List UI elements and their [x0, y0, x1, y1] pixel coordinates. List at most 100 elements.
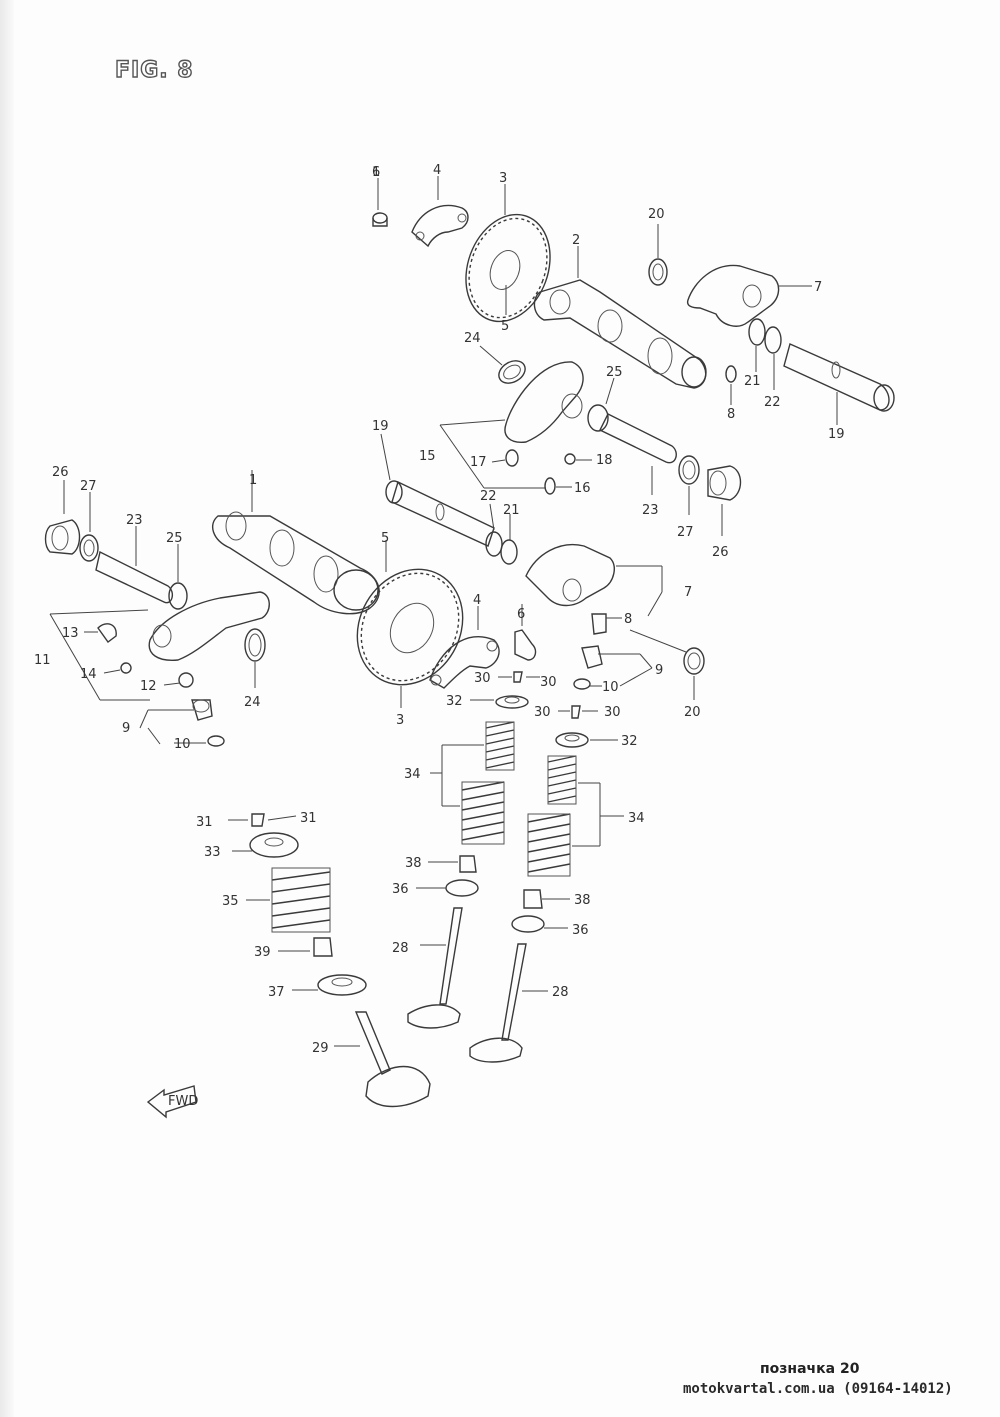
rocker-arm-left [49, 591, 270, 701]
callout: 10 [602, 680, 619, 695]
adjuster-left [139, 699, 225, 747]
stem-seal-bottom [278, 937, 333, 957]
callout: 22 [764, 395, 781, 410]
rocker-small-parts-left [84, 623, 194, 688]
stem-seal-right [511, 889, 570, 933]
valve-right [469, 943, 548, 1063]
callout: 19 [372, 419, 389, 434]
callout: 9 [655, 663, 663, 678]
footer-reference: позначка 20 [760, 1361, 860, 1377]
callout: 30 [534, 705, 551, 720]
callout: 13 [62, 626, 79, 641]
ring-left [168, 544, 188, 610]
callout: 17 [470, 455, 487, 470]
seal-ring-left [244, 628, 266, 688]
callout: 37 [268, 985, 285, 1000]
callout: 32 [446, 694, 463, 709]
washer-cap-right [678, 455, 742, 536]
valve-bottom [334, 1011, 431, 1108]
callout: 28 [392, 941, 409, 956]
callout: 30 [474, 671, 491, 686]
callout: 3 [396, 713, 404, 728]
cotters-bottom [228, 813, 297, 827]
cam-chain-guide-top [411, 176, 469, 248]
rocker-shaft-right [587, 377, 677, 495]
callout: 8 [727, 407, 735, 422]
washers-top [748, 318, 782, 390]
callout: 5 [501, 319, 509, 334]
rocker-arm-middle [439, 361, 584, 489]
callout: 7 [814, 280, 822, 295]
callout: 26 [712, 545, 729, 560]
callout: 1 [372, 165, 380, 180]
washer-left [79, 492, 99, 562]
callout: 9 [122, 721, 130, 736]
retainer-bottom [232, 832, 299, 858]
callout: 39 [254, 945, 271, 960]
bolt-lower [514, 604, 537, 661]
end-cap-left [44, 480, 81, 555]
callout: 25 [166, 531, 183, 546]
camshaft-lower [211, 470, 380, 615]
washers-middle [485, 503, 518, 565]
callout: 16 [574, 481, 591, 496]
callout: 21 [744, 374, 761, 389]
callout: 27 [80, 479, 97, 494]
bolt-top [372, 178, 388, 227]
callout: 26 [52, 465, 69, 480]
o-ring-top [648, 224, 668, 286]
front-arrow-icon [146, 1085, 197, 1119]
callout: 18 [596, 453, 613, 468]
callout: 31 [196, 815, 213, 830]
callout: 36 [572, 923, 589, 938]
callout: 24 [464, 331, 481, 346]
adjuster-top [725, 365, 737, 405]
callout: 38 [405, 856, 422, 871]
rocker-shaft-left [95, 526, 174, 604]
o-ring-right-lower [629, 629, 705, 700]
sprocket-top [465, 184, 551, 323]
callout: 38 [574, 893, 591, 908]
callout: 30 [540, 675, 557, 690]
callout: 24 [244, 695, 261, 710]
callout: 1 [249, 473, 257, 488]
callout: 35 [222, 894, 239, 909]
valve-springs-left [430, 721, 515, 845]
callout: 21 [503, 503, 520, 518]
scan-edge [0, 0, 14, 1417]
callout: 11 [34, 653, 51, 668]
rocker-shaft-top [783, 343, 895, 425]
callout: 4 [433, 163, 441, 178]
rocker-shaft-middle [380, 433, 495, 547]
callout: 23 [642, 503, 659, 518]
figure-title: FIG. 8 [114, 57, 194, 83]
callout: 33 [204, 845, 221, 860]
cam-chain-guide-lower [429, 606, 500, 689]
spring-seat-bottom [292, 974, 367, 996]
adjuster-right-lower [573, 613, 653, 690]
callout: 25 [606, 365, 623, 380]
callout: 3 [499, 171, 507, 186]
callout: 20 [684, 705, 701, 720]
front-arrow-text: FWD [168, 1094, 198, 1109]
rocker-arm-right-lower [525, 544, 663, 617]
callout: 2 [572, 233, 580, 248]
callout: 36 [392, 882, 409, 897]
callout: 19 [828, 427, 845, 442]
callout: 29 [312, 1041, 329, 1056]
valve-springs-right [527, 755, 624, 877]
seal-ring-top [479, 345, 526, 384]
callout: 20 [648, 207, 665, 222]
footer-site-link[interactable]: motokvartal.com.ua (09164-14012) [683, 1381, 953, 1397]
cotters-retainer-left [470, 671, 540, 709]
camshaft-top [533, 246, 707, 389]
sprocket-lower [356, 540, 464, 708]
callout: 34 [404, 767, 421, 782]
callout: 6 [517, 607, 525, 622]
callout: 27 [677, 525, 694, 540]
valve-left [407, 907, 463, 1029]
stem-seal-left [416, 855, 479, 897]
callout: 22 [480, 489, 497, 504]
